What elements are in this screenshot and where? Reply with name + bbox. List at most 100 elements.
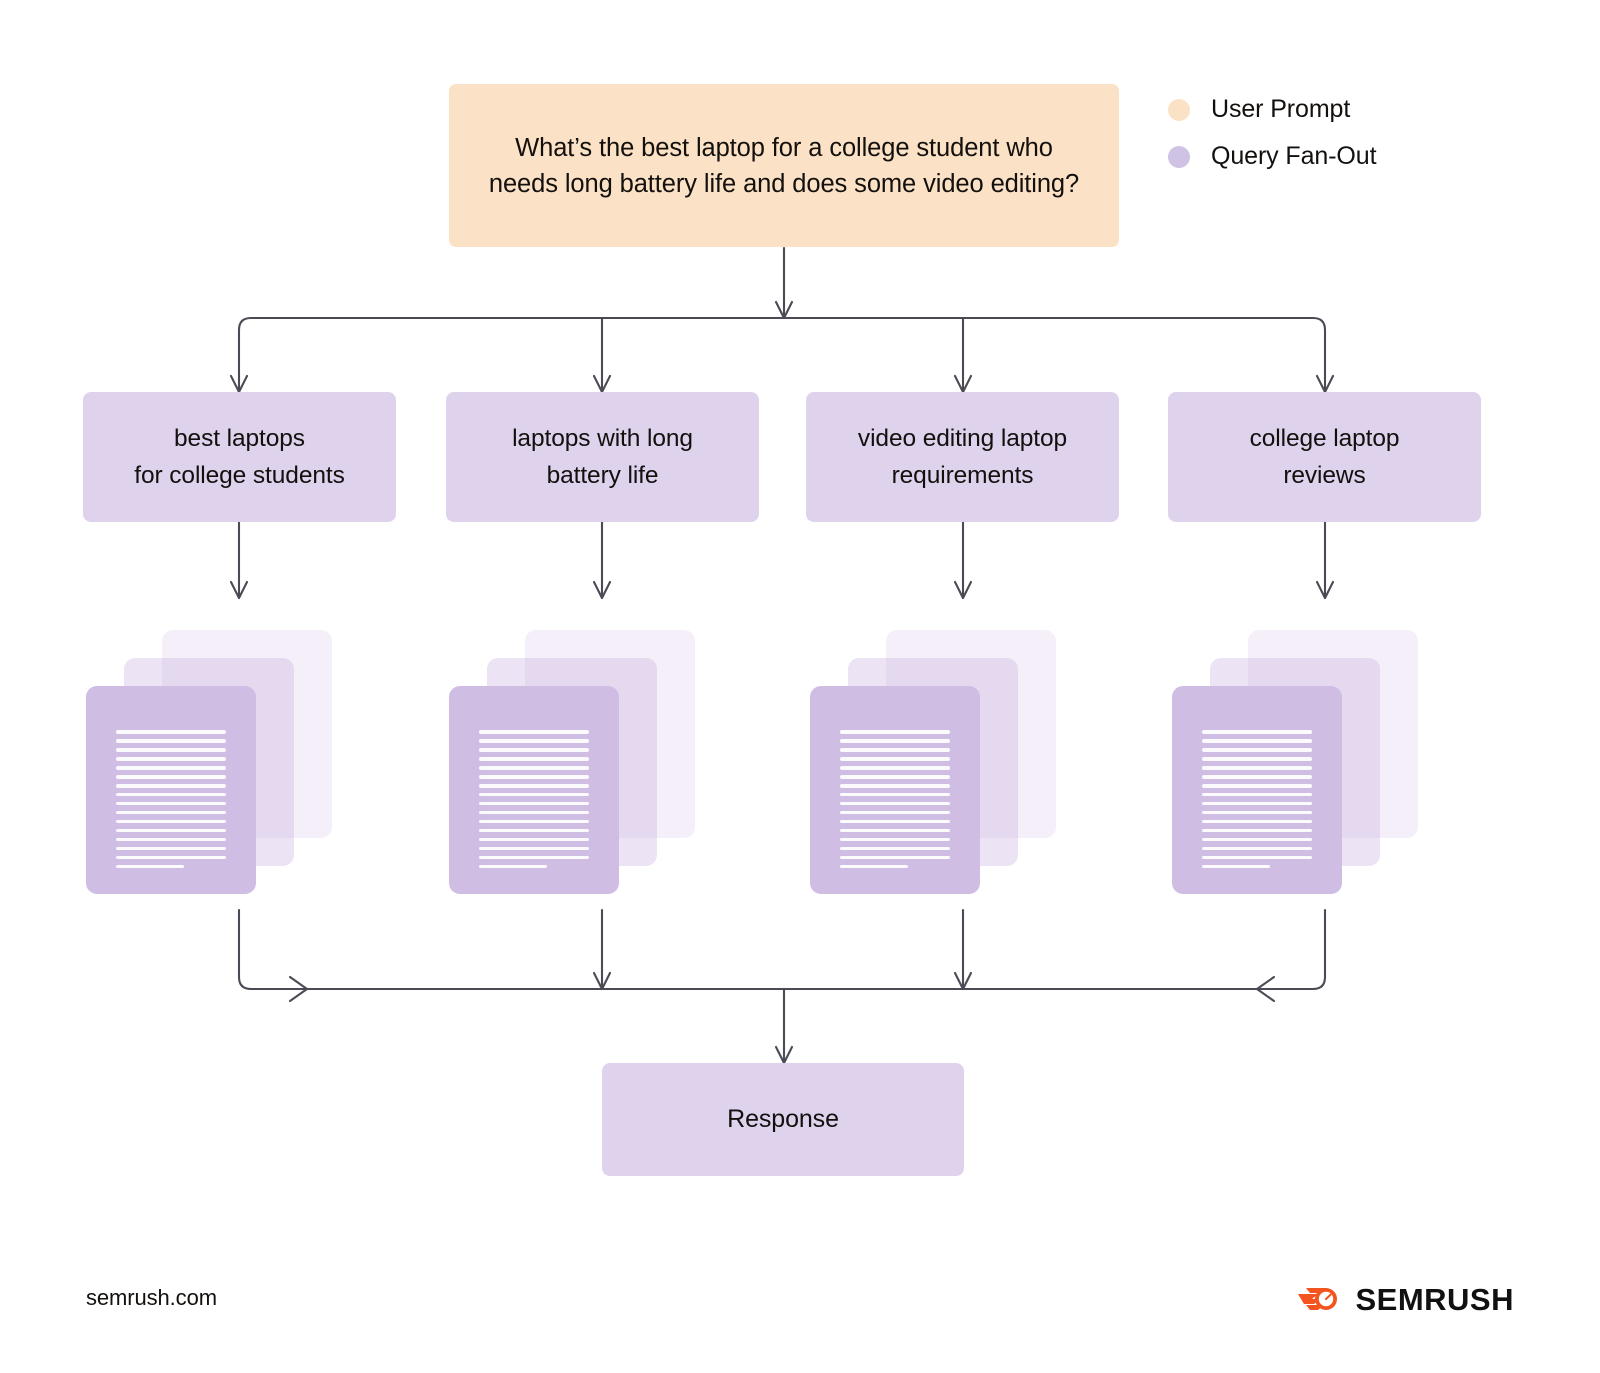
document-text-line <box>1202 864 1271 869</box>
document-text-line <box>479 846 589 851</box>
semrush-mark-icon <box>1298 1288 1338 1310</box>
document-text-line <box>116 774 226 779</box>
document-text-lines <box>840 730 950 869</box>
document-text-line <box>116 730 226 734</box>
query-box-4[interactable]: college laptop reviews <box>1168 392 1481 522</box>
document-card-front-icon <box>449 686 619 894</box>
legend-label-query-fan-out: Query Fan-Out <box>1211 142 1377 170</box>
document-text-line <box>1202 765 1312 770</box>
document-text-line <box>840 738 950 743</box>
semrush-logo: SEMRUSH <box>1296 1280 1514 1318</box>
query-box-2[interactable]: laptops with long battery life <box>446 392 759 522</box>
document-text-lines <box>1202 730 1312 869</box>
legend-label-user-prompt: User Prompt <box>1211 95 1351 123</box>
arrowhead-docs-3 <box>953 580 973 600</box>
document-text-line <box>840 783 950 788</box>
document-text-line <box>840 810 950 815</box>
document-text-line <box>840 855 950 860</box>
document-text-line <box>479 747 589 752</box>
arrowhead-merge-mid-3 <box>953 971 973 991</box>
document-card-front-icon <box>86 686 256 894</box>
document-text-line <box>116 819 226 824</box>
query-box-1-line2: for college students <box>134 462 345 489</box>
document-text-line <box>1202 792 1312 797</box>
document-text-line <box>479 828 589 833</box>
document-text-line <box>840 828 950 833</box>
arrowhead-docs-1 <box>229 580 249 600</box>
document-text-line <box>479 730 589 734</box>
document-text-line <box>840 846 950 851</box>
document-text-line <box>479 774 589 779</box>
query-box-2-label: laptops with long battery life <box>512 420 693 494</box>
arrowhead-response <box>774 1045 794 1065</box>
wire-fanout-bus <box>237 316 1327 394</box>
arrowhead-merge-left <box>288 975 309 1003</box>
document-text-line <box>840 792 950 797</box>
legend: User Prompt Query Fan-Out <box>1168 86 1377 180</box>
document-text-line <box>1202 846 1312 851</box>
document-text-line <box>116 864 185 869</box>
document-text-line <box>479 801 589 806</box>
footer-url: semrush.com <box>86 1285 217 1310</box>
document-stack-1[interactable] <box>86 630 376 894</box>
document-text-line <box>1202 855 1312 860</box>
query-box-1-label: best laptops for college students <box>134 420 345 494</box>
document-text-line <box>479 765 589 770</box>
document-card-front-icon <box>810 686 980 894</box>
document-card-front-icon <box>1172 686 1342 894</box>
document-text-line <box>1202 810 1312 815</box>
document-text-line <box>479 855 589 860</box>
query-box-4-line2: reviews <box>1283 462 1366 489</box>
query-box-1-line1: best laptops <box>174 425 305 452</box>
query-box-4-label: college laptop reviews <box>1250 420 1400 494</box>
document-stack-4[interactable] <box>1172 630 1462 894</box>
document-text-line <box>479 792 589 797</box>
user-prompt-text: What’s the best laptop for a college stu… <box>488 133 1080 198</box>
legend-dot-icon <box>1168 145 1190 168</box>
wire-merge-bus <box>237 908 1327 991</box>
query-box-1[interactable]: best laptops for college students <box>83 392 396 522</box>
document-text-line <box>479 810 589 815</box>
semrush-wordmark: SEMRUSH <box>1355 1281 1514 1317</box>
document-text-line <box>840 730 950 734</box>
document-text-line <box>1202 738 1312 743</box>
document-text-line <box>1202 774 1312 779</box>
document-text-line <box>116 846 226 851</box>
query-box-4-line1: college laptop <box>1249 425 1400 452</box>
response-box[interactable]: Response <box>602 1063 964 1176</box>
arrowhead-merge-right <box>1255 975 1276 1003</box>
document-text-line <box>1202 828 1312 833</box>
document-text-line <box>116 765 226 770</box>
document-text-line <box>840 747 950 752</box>
document-text-line <box>840 774 950 779</box>
query-box-3-line2: requirements <box>891 462 1034 489</box>
document-text-line <box>1202 730 1312 734</box>
query-box-3-label: video editing laptop requirements <box>858 420 1067 494</box>
arrowhead-query-4 <box>1315 374 1335 394</box>
legend-dot-icon <box>1168 98 1190 121</box>
document-text-line <box>840 756 950 761</box>
document-stack-3[interactable] <box>810 630 1100 894</box>
document-text-line <box>1202 783 1312 788</box>
document-text-line <box>116 810 226 815</box>
document-text-line <box>479 819 589 824</box>
document-text-line <box>116 747 226 752</box>
document-text-line <box>116 738 226 743</box>
document-text-line <box>116 783 226 788</box>
response-label: Response <box>727 1105 839 1133</box>
document-text-line <box>116 855 226 860</box>
query-box-3[interactable]: video editing laptop requirements <box>806 392 1119 522</box>
user-prompt-box[interactable]: What’s the best laptop for a college stu… <box>449 84 1119 247</box>
arrowhead-merge-mid-2 <box>592 971 612 991</box>
document-text-line <box>116 756 226 761</box>
document-text-line <box>840 801 950 806</box>
document-text-line <box>479 864 548 869</box>
document-text-line <box>479 756 589 761</box>
query-box-2-line1: laptops with long <box>512 425 693 452</box>
arrowhead-query-1 <box>229 374 249 394</box>
arrowhead-query-3 <box>953 374 973 394</box>
document-text-line <box>1202 747 1312 752</box>
document-stack-2[interactable] <box>449 630 739 894</box>
document-text-line <box>116 801 226 806</box>
